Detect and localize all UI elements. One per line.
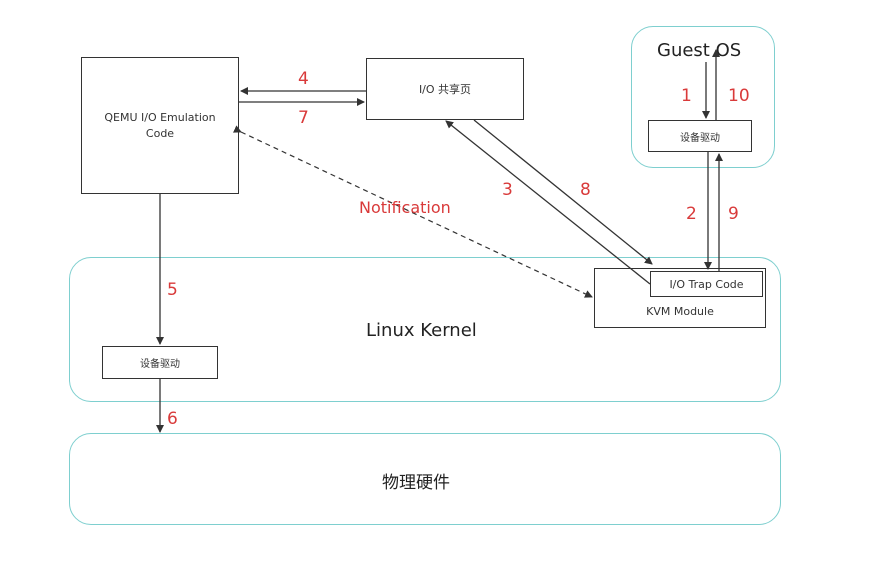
guest-os-label: Guest OS: [657, 40, 742, 61]
step-number-8: 8: [580, 180, 591, 200]
guest-driver-box: 设备驱动: [648, 120, 752, 152]
guest-driver-label: 设备驱动: [680, 132, 720, 144]
qemu-emulation-label: QEMU I/O Emulation Code: [104, 110, 216, 140]
step-number-3: 3: [502, 180, 513, 200]
step-number-5: 5: [167, 280, 178, 300]
io-trap-box: I/O Trap Code: [650, 271, 763, 297]
kernel-driver-label: 设备驱动: [140, 359, 180, 370]
linux-kernel-label: Linux Kernel: [366, 320, 477, 341]
step-number-4: 4: [298, 69, 309, 89]
step-number-1: 1: [681, 86, 692, 106]
kvm-module-label: KVM Module: [646, 305, 714, 318]
step-number-6: 6: [167, 409, 178, 429]
step-number-2: 2: [686, 204, 697, 224]
step-number-7: 7: [298, 108, 309, 128]
guest-os-container: [631, 26, 775, 168]
kernel-driver-box: 设备驱动: [102, 346, 218, 379]
notification-label: Notification: [359, 198, 451, 217]
arrow-step-3: [445, 120, 651, 285]
io-trap-label: I/O Trap Code: [669, 277, 744, 291]
notification-arrow: [232, 125, 593, 298]
hardware-label: 物理硬件: [382, 473, 450, 493]
hardware-container: [69, 433, 781, 525]
shared-page-box: I/O 共享页: [366, 58, 524, 120]
shared-page-label: I/O 共享页: [418, 83, 472, 96]
arrow-step-8: [473, 119, 653, 265]
step-number-10: 10: [728, 86, 750, 106]
step-number-9: 9: [728, 204, 739, 224]
